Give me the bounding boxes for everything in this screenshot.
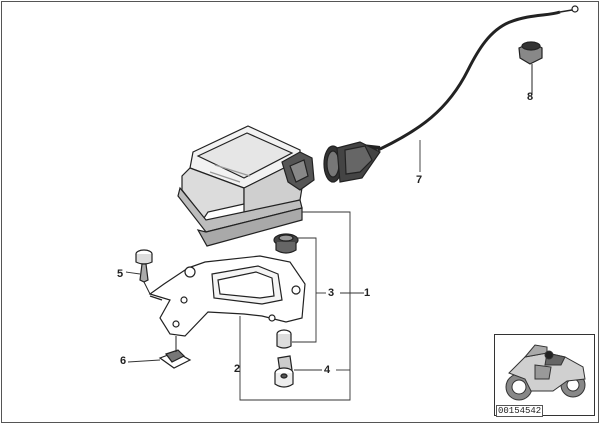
motorcycle-icon (505, 344, 586, 401)
control-unit (177, 125, 315, 247)
callout-6: 6 (120, 355, 127, 367)
grommet-top (273, 233, 299, 254)
motorcycle-inset (494, 334, 595, 416)
mounting-bracket (148, 255, 306, 337)
callout-5: 5 (117, 268, 124, 280)
screw-part-5 (135, 249, 153, 295)
callout-4: 4 (324, 364, 331, 376)
screw-part-4 (274, 355, 294, 388)
cap-part-8 (518, 41, 543, 94)
nut-clip-part-6 (158, 336, 192, 369)
callout-3: 3 (328, 287, 335, 299)
document-number: 00154542 (496, 405, 544, 417)
plug-connector (323, 141, 381, 183)
callout-7: 7 (416, 174, 423, 186)
grommet-bottom (276, 329, 292, 349)
leader-lines (125, 140, 421, 401)
callout-2: 2 (234, 363, 241, 375)
wiring-cable (361, 5, 579, 152)
callout-8: 8 (527, 91, 534, 103)
callout-1: 1 (364, 287, 371, 299)
